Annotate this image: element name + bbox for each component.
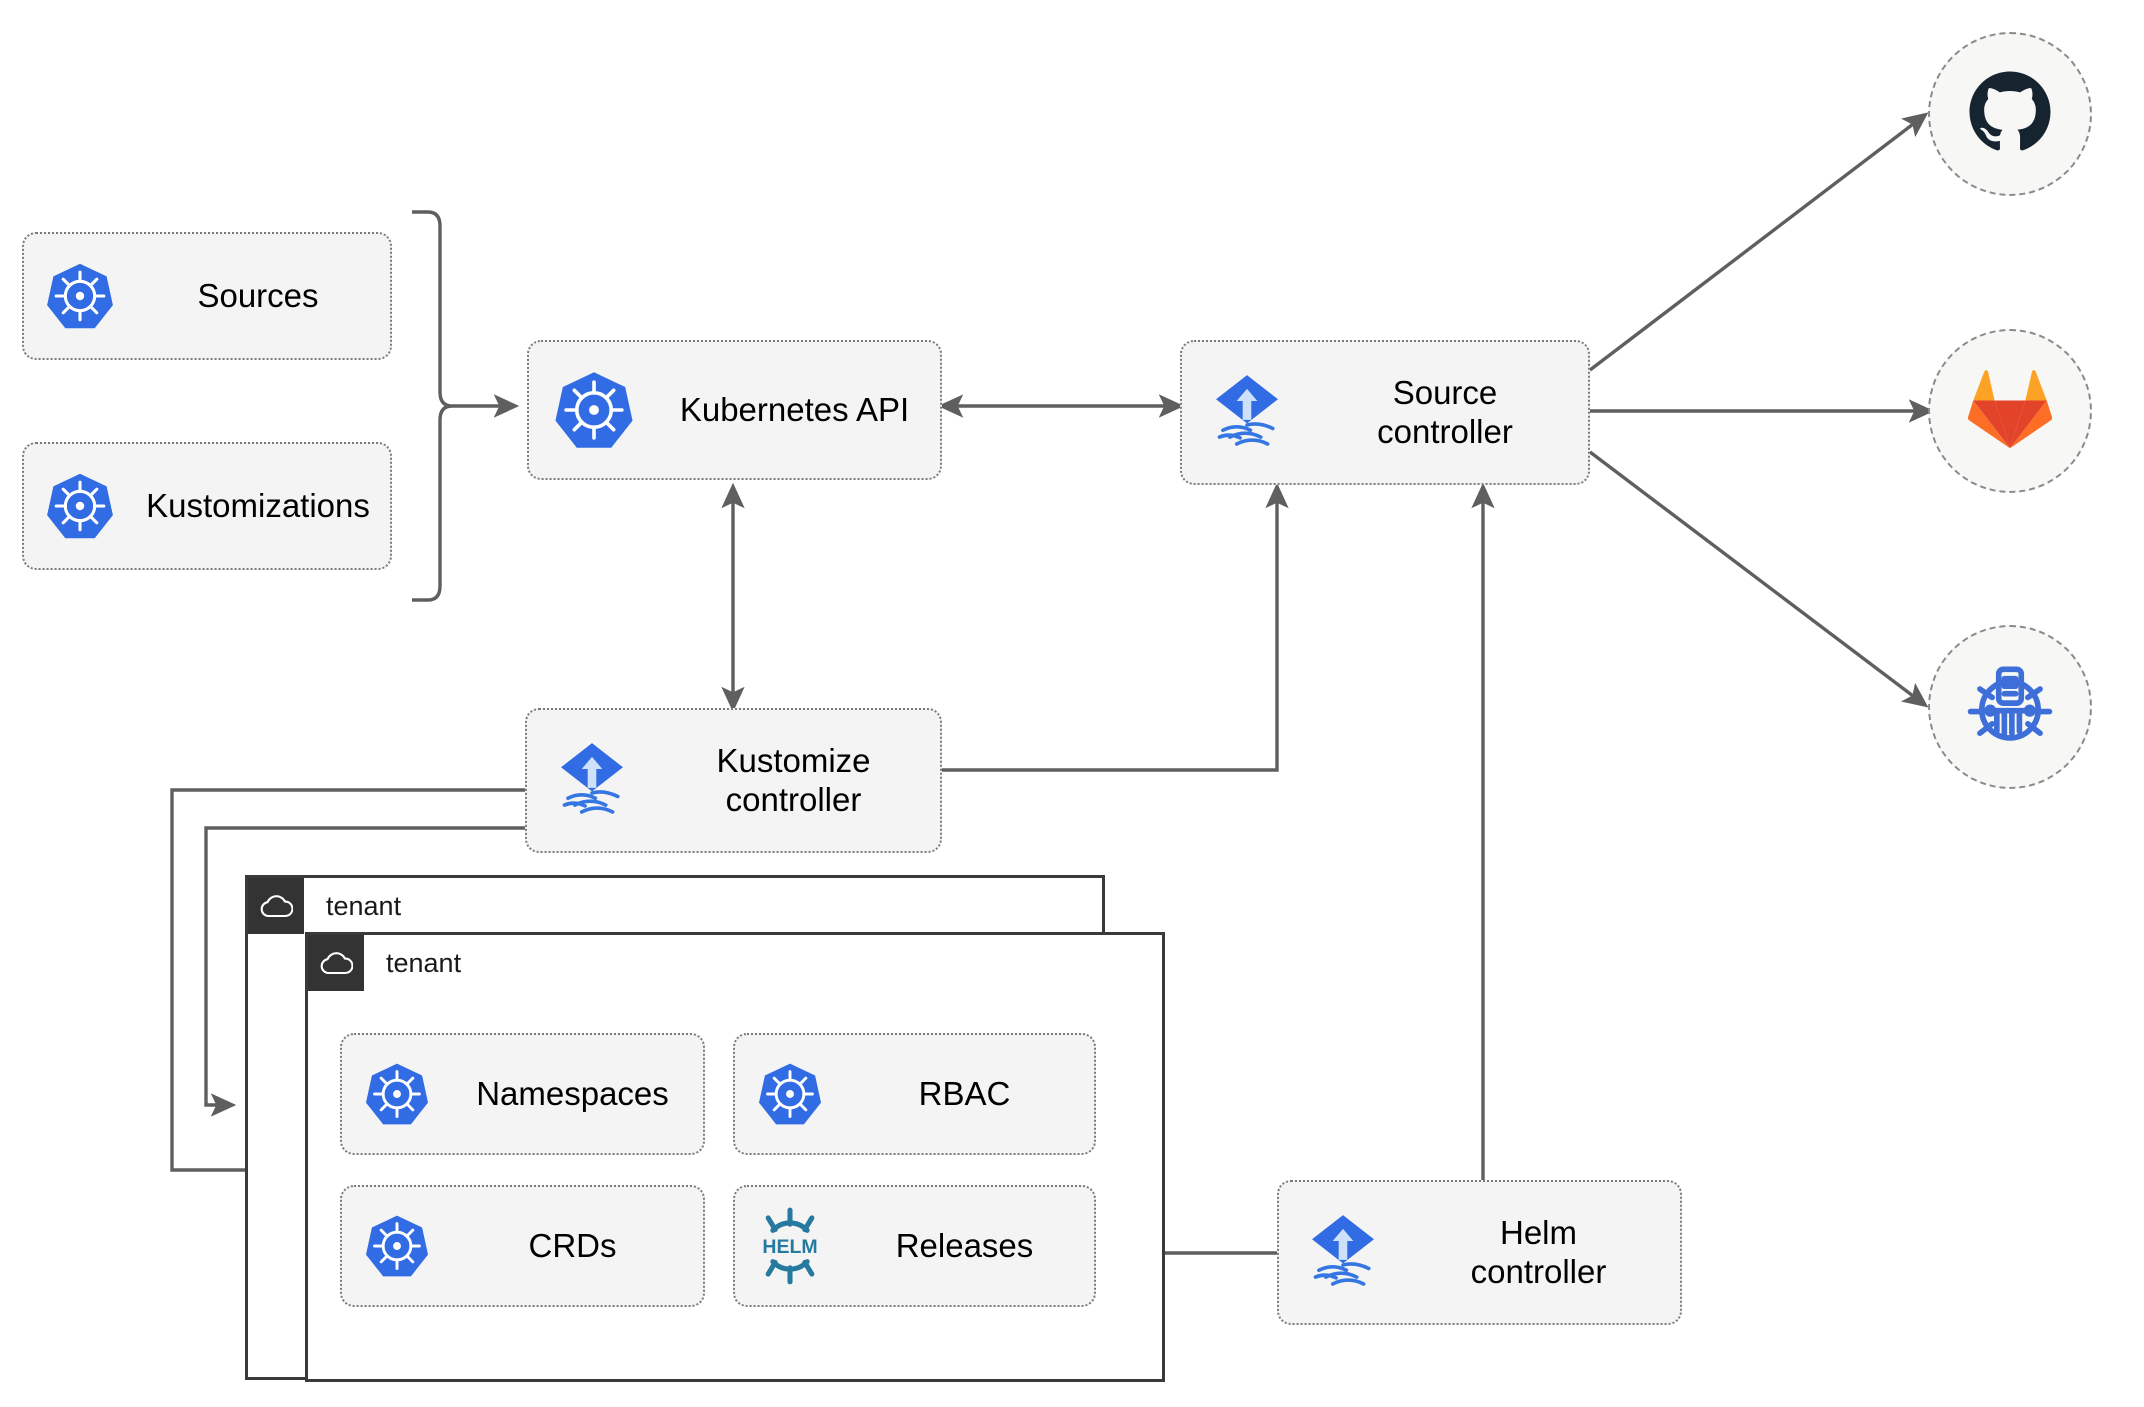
node-rbac[interactable]: RBAC: [733, 1033, 1096, 1155]
node-kustomizations[interactable]: Kustomizations: [22, 442, 392, 570]
node-label: Helm controller: [1470, 1213, 1607, 1290]
tenant-container-front: tenant: [305, 932, 1165, 1382]
node-label: RBAC: [918, 1074, 1011, 1112]
kubernetes-icon: [735, 1061, 845, 1127]
tenant-label: tenant: [326, 890, 402, 921]
kubernetes-icon: [529, 369, 659, 451]
cloud-icon: [248, 878, 304, 934]
flux-icon: [1182, 370, 1312, 456]
node-label: Kubernetes API: [679, 390, 910, 428]
kubernetes-icon: [342, 1213, 452, 1279]
node-label: Kustomizations: [146, 486, 370, 524]
node-label: Kustomize controller: [716, 741, 871, 818]
node-kustomize-controller[interactable]: Kustomize controller: [525, 708, 942, 853]
node-label: Releases: [895, 1226, 1034, 1264]
provider-kustomize[interactable]: [1928, 625, 2092, 789]
gitlab-icon: [1967, 368, 2053, 455]
github-icon: [1964, 66, 2056, 163]
kubernetes-icon: [24, 471, 136, 541]
node-helm-controller[interactable]: Helm controller: [1277, 1180, 1682, 1325]
svg-text:HELM: HELM: [762, 1236, 817, 1258]
helm-icon: HELM: [735, 1207, 845, 1285]
provider-gitlab[interactable]: [1928, 329, 2092, 493]
provider-github[interactable]: [1928, 32, 2092, 196]
node-crds[interactable]: CRDs: [340, 1185, 705, 1307]
flux-icon: [527, 738, 657, 824]
tenant-label: tenant: [386, 947, 462, 978]
cloud-icon: [308, 935, 364, 991]
node-label: Source controller: [1377, 373, 1513, 450]
flux-icon: [1279, 1210, 1407, 1296]
node-namespaces[interactable]: Namespaces: [340, 1033, 705, 1155]
node-kubernetes-api[interactable]: Kubernetes API: [527, 340, 942, 480]
node-label: Sources: [197, 276, 319, 314]
kubernetes-icon: [24, 261, 136, 331]
node-sources[interactable]: Sources: [22, 232, 392, 360]
kubernetes-icon: [342, 1061, 452, 1127]
node-releases[interactable]: HELM Releases: [733, 1185, 1096, 1307]
node-label: CRDs: [528, 1226, 617, 1264]
node-source-controller[interactable]: Source controller: [1180, 340, 1590, 485]
node-label: Namespaces: [476, 1074, 669, 1112]
kustomize-icon: [1963, 658, 2057, 757]
